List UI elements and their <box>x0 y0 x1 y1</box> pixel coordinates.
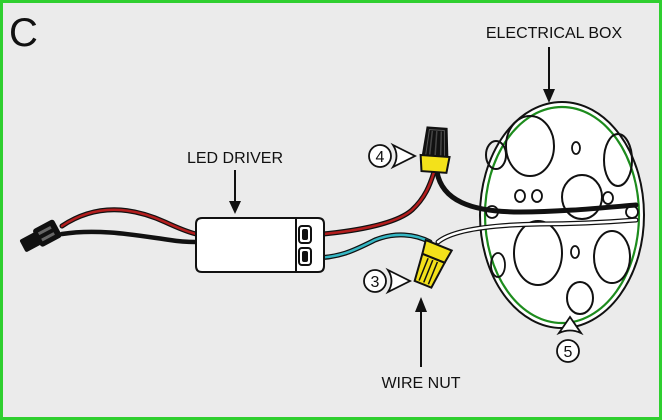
callout-4: 4 <box>368 142 418 170</box>
led-driver <box>195 217 325 273</box>
arrow-electrical-box <box>543 47 555 103</box>
arrow-led-driver <box>229 170 241 214</box>
connector-plug <box>19 219 62 252</box>
label-electrical-box: ELECTRICAL BOX <box>486 25 623 42</box>
callout-4-number: 4 <box>376 149 385 166</box>
panel-letter: C <box>9 11 38 55</box>
callout-3: 3 <box>363 267 413 295</box>
blue-wire <box>309 232 433 261</box>
arrow-wire-nut <box>415 297 427 367</box>
callout-5-number: 5 <box>564 344 573 361</box>
black-wire-to-box <box>434 169 639 215</box>
black-input-lead <box>59 229 199 245</box>
label-led-driver: LED DRIVER <box>187 150 283 167</box>
wire-nut-lower <box>413 238 454 289</box>
wire-nut-upper <box>419 126 451 174</box>
callout-3-number: 3 <box>371 274 380 291</box>
wiring-diagram: C <box>9 11 645 392</box>
callout-5: 5 <box>556 315 584 363</box>
label-wire-nut: WIRE NUT <box>381 375 460 392</box>
electrical-box <box>479 101 645 329</box>
